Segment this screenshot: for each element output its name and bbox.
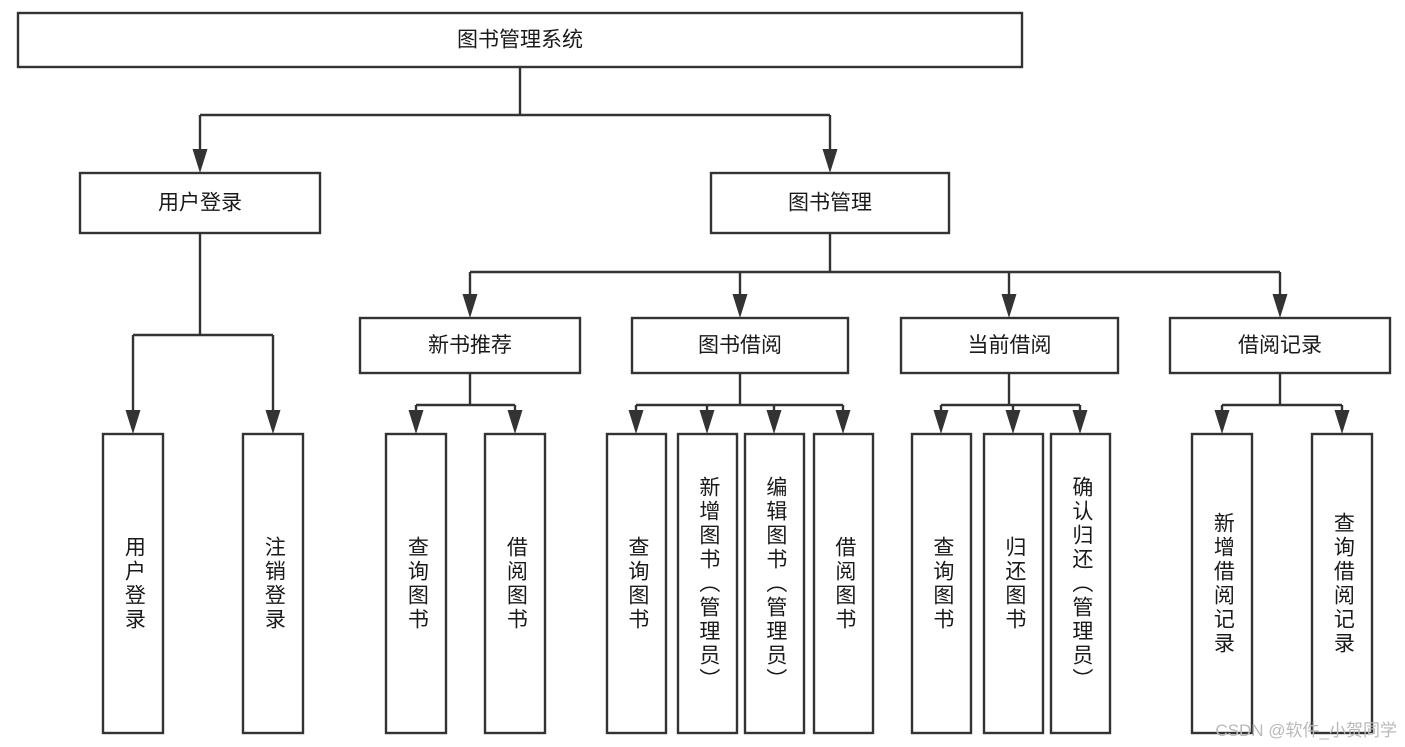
node-box-book-manage[interactable]: [709, 171, 951, 235]
node-leaf-return-book[interactable]: [982, 432, 1045, 735]
node-box-leaf-borrow-book-2[interactable]: [812, 432, 875, 735]
node-box-leaf-query-book-3[interactable]: [910, 432, 973, 735]
book-borrow-drop-1-arrowhead: [699, 410, 715, 434]
connector-layer: [125, 67, 1350, 434]
node-box-root[interactable]: [16, 11, 1024, 69]
node-leaf-logout[interactable]: [241, 432, 305, 735]
node-label-current-borrow: 当前借阅: [968, 334, 1052, 357]
node-box-leaf-add-book[interactable]: [676, 432, 739, 735]
node-box-leaf-logout[interactable]: [241, 432, 305, 735]
new-book-recommend-drop-1-arrowhead: [507, 410, 523, 434]
node-box-leaf-confirm-return[interactable]: [1049, 432, 1112, 735]
node-leaf-user-login[interactable]: [101, 432, 165, 735]
node-book-manage[interactable]: [709, 171, 951, 235]
node-box-leaf-edit-book[interactable]: [743, 432, 806, 735]
node-box-leaf-borrow-book-1[interactable]: [483, 432, 547, 735]
node-leaf-edit-book[interactable]: [743, 432, 806, 735]
node-book-borrow[interactable]: [630, 316, 850, 375]
node-label-book-borrow: 图书借阅: [698, 334, 782, 357]
current-borrow-drop-0-arrowhead: [933, 410, 949, 434]
node-box-new-book-recommend[interactable]: [358, 316, 582, 375]
current-borrow-drop-2-arrowhead: [1072, 410, 1088, 434]
node-box-borrow-record[interactable]: [1168, 316, 1392, 375]
node-current-borrow[interactable]: [899, 316, 1120, 375]
node-box-book-borrow[interactable]: [630, 316, 850, 375]
node-root[interactable]: [16, 11, 1024, 69]
node-borrow-record[interactable]: [1168, 316, 1392, 375]
node-box-leaf-return-book[interactable]: [982, 432, 1045, 735]
user-login-drop-1-arrowhead: [265, 410, 281, 434]
node-label-user-login: 用户登录: [158, 192, 242, 215]
book-manage-drop-3-arrowhead: [1272, 294, 1288, 318]
node-box-leaf-query-book-2[interactable]: [605, 432, 668, 735]
node-user-login[interactable]: [78, 171, 322, 235]
book-manage-drop-1-arrowhead: [732, 294, 748, 318]
book-borrow-drop-0-arrowhead: [628, 410, 644, 434]
node-leaf-query-book-1[interactable]: [384, 432, 448, 735]
node-leaf-query-book-3[interactable]: [910, 432, 973, 735]
node-label-borrow-record: 借阅记录: [1238, 334, 1322, 357]
node-leaf-add-borrow-record[interactable]: [1190, 432, 1254, 735]
node-new-book-recommend[interactable]: [358, 316, 582, 375]
watermark-text: CSDN @软件_小贺同学: [1215, 721, 1397, 740]
node-leaf-add-book[interactable]: [676, 432, 739, 735]
book-borrow-drop-3-arrowhead: [835, 410, 851, 434]
node-box-leaf-add-borrow-record[interactable]: [1190, 432, 1254, 735]
node-box-layer: [16, 11, 1392, 735]
node-leaf-borrow-book-2[interactable]: [812, 432, 875, 735]
node-box-leaf-query-borrow-record[interactable]: [1310, 432, 1374, 735]
node-box-current-borrow[interactable]: [899, 316, 1120, 375]
book-manage-drop-0-arrowhead: [462, 294, 478, 318]
node-leaf-query-borrow-record[interactable]: [1310, 432, 1374, 735]
root-drop-0-arrowhead: [192, 149, 208, 173]
user-login-drop-0-arrowhead: [125, 410, 141, 434]
node-box-user-login[interactable]: [78, 171, 322, 235]
node-leaf-query-book-2[interactable]: [605, 432, 668, 735]
node-label-book-manage: 图书管理: [788, 192, 872, 215]
node-leaf-borrow-book-1[interactable]: [483, 432, 547, 735]
node-label-root: 图书管理系统: [457, 29, 583, 52]
new-book-recommend-drop-0-arrowhead: [408, 410, 424, 434]
root-drop-1-arrowhead: [822, 149, 838, 173]
node-box-leaf-user-login[interactable]: [101, 432, 165, 735]
book-manage-drop-2-arrowhead: [1001, 294, 1017, 318]
borrow-record-drop-0-arrowhead: [1214, 410, 1230, 434]
borrow-record-drop-1-arrowhead: [1334, 410, 1350, 434]
node-label-new-book-recommend: 新书推荐: [428, 334, 512, 357]
node-leaf-confirm-return[interactable]: [1049, 432, 1112, 735]
current-borrow-drop-1-arrowhead: [1005, 410, 1021, 434]
book-borrow-drop-2-arrowhead: [766, 410, 782, 434]
node-box-leaf-query-book-1[interactable]: [384, 432, 448, 735]
